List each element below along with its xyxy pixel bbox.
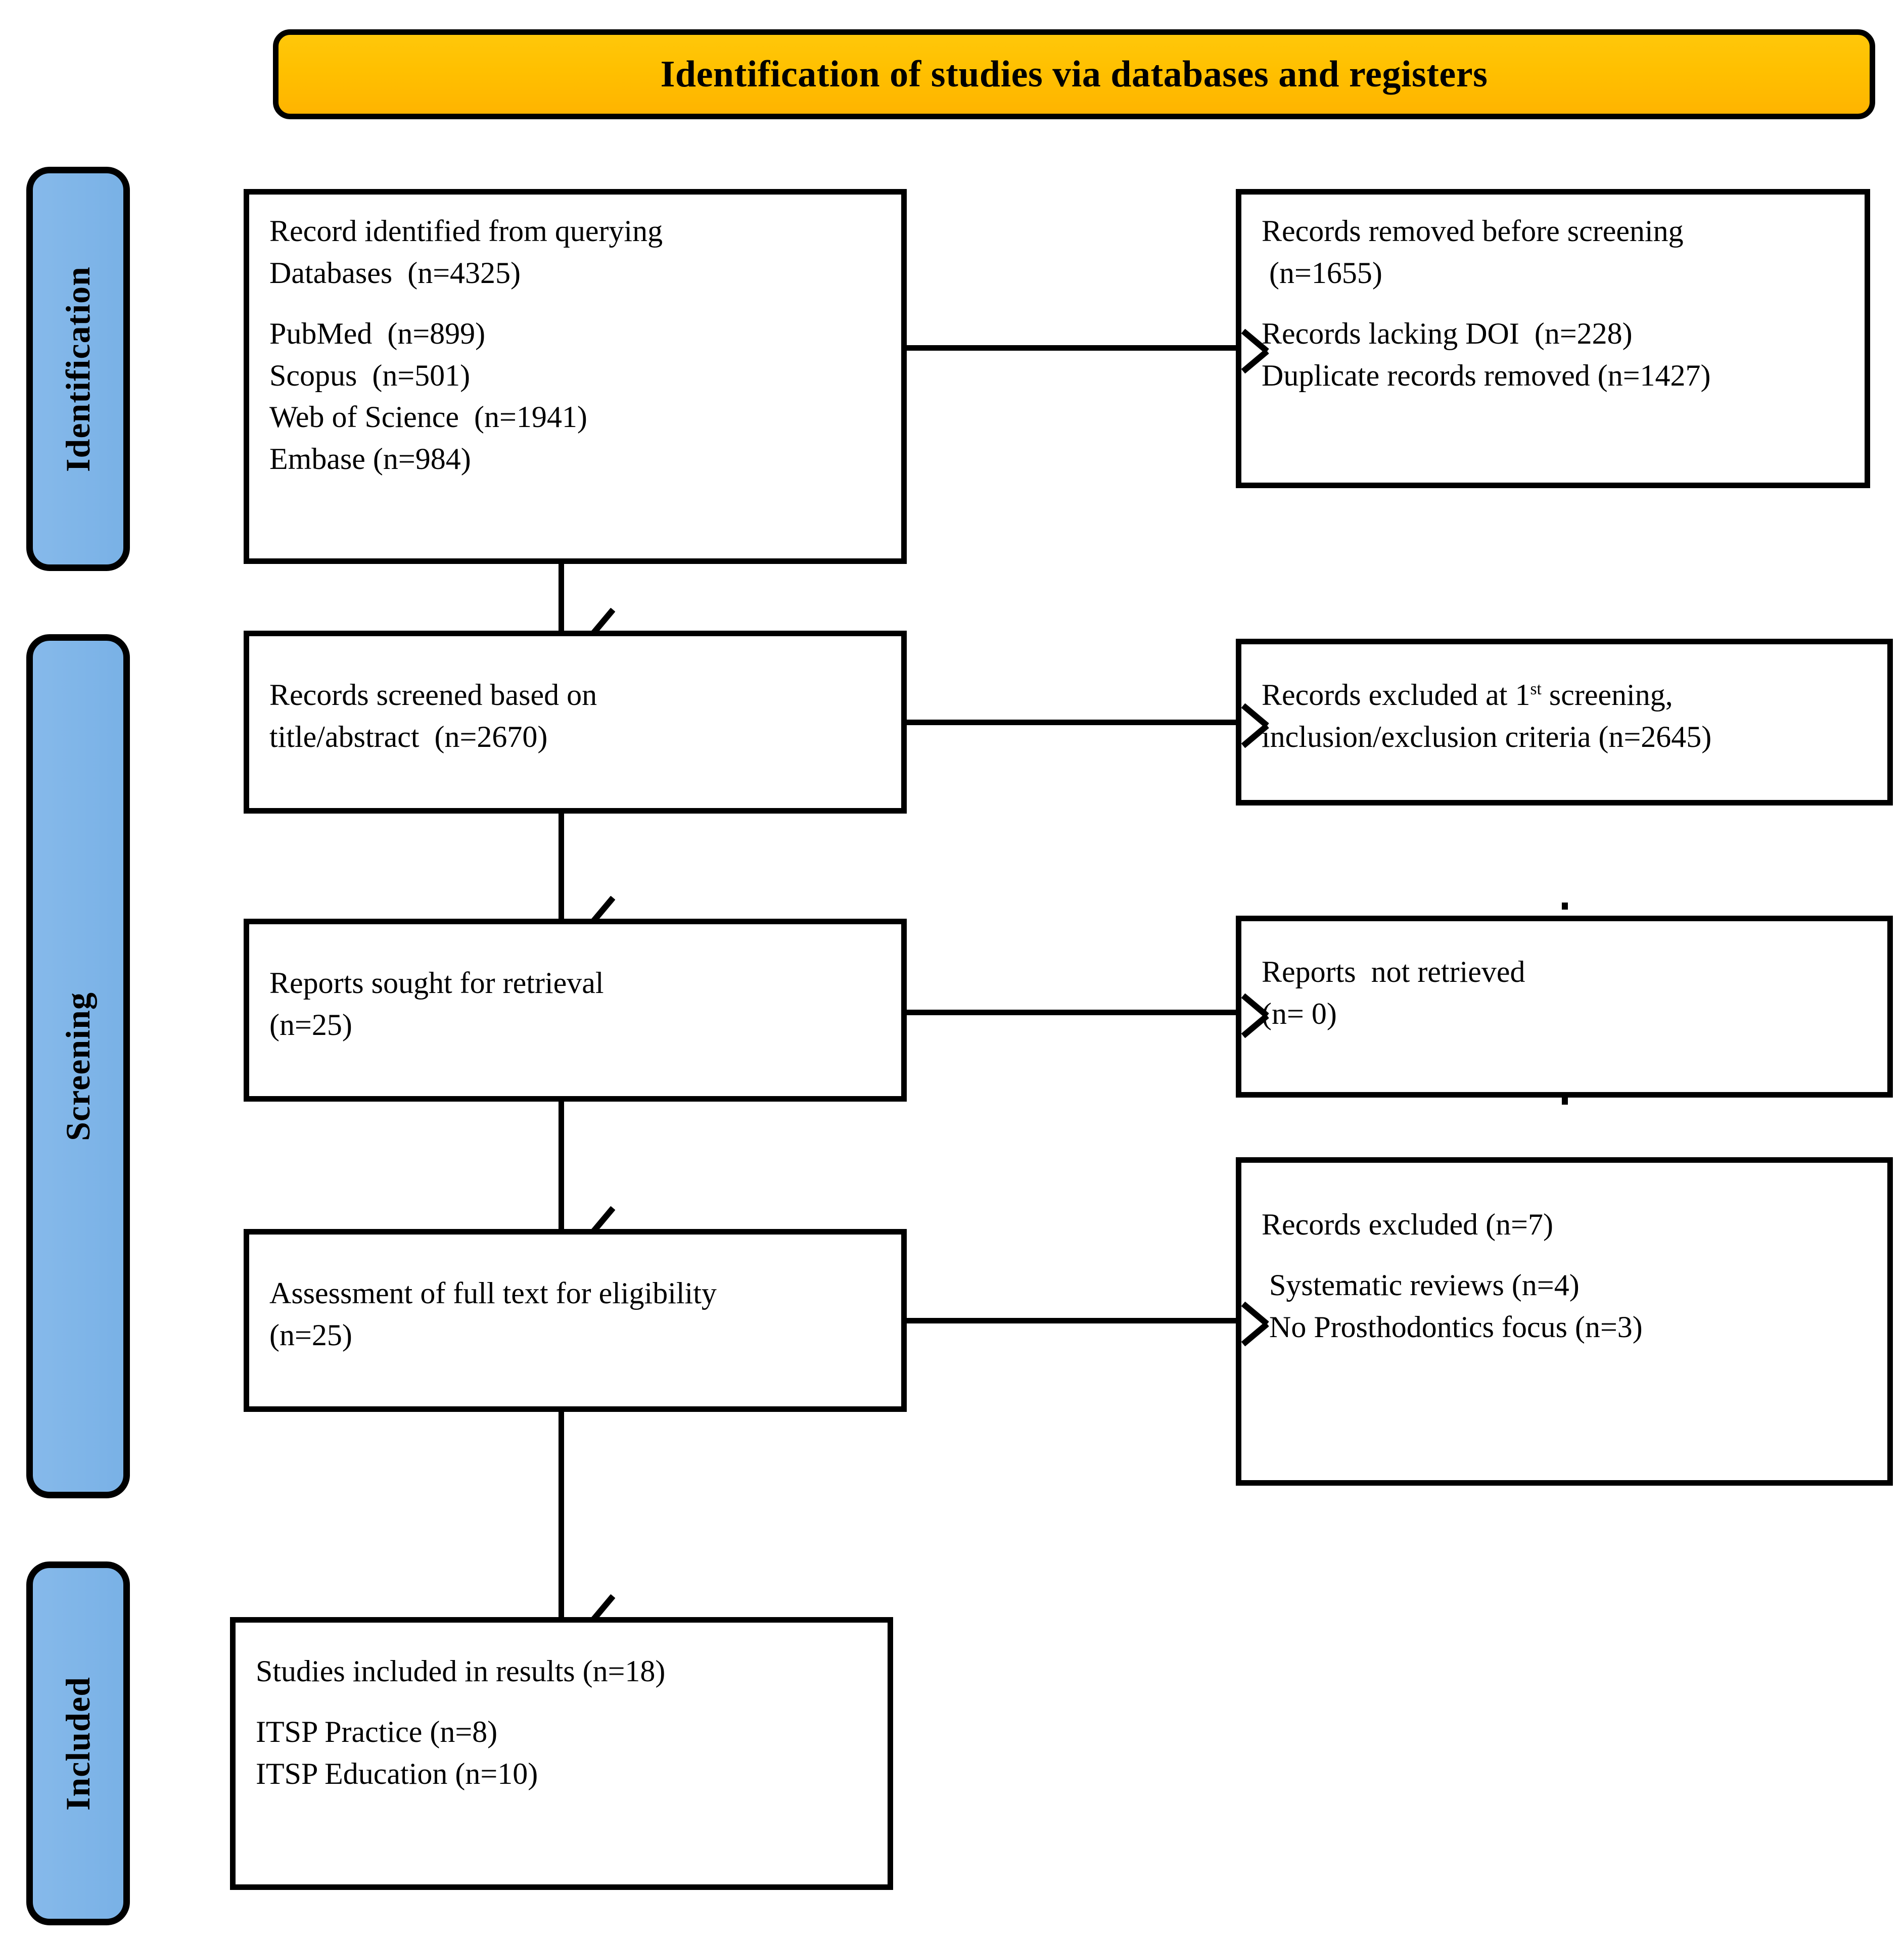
identified-line1: Record identified from querying: [269, 214, 663, 248]
included-itsp-practice: ITSP Practice (n=8): [256, 1715, 498, 1748]
box-records-removed-before-screening: Records removed before screening (n=1655…: [1236, 189, 1870, 488]
box-records-excluded-full-text: Records excluded (n=7) Systematic review…: [1236, 1157, 1893, 1486]
connector-identified-to-removed: [907, 345, 1236, 351]
excluded-second-line1: Records excluded (n=7): [1262, 1208, 1553, 1241]
stage-band-screening: Screening: [26, 634, 130, 1498]
excluded-second-systematic-reviews: Systematic reviews (n=4): [1262, 1268, 1580, 1302]
stage-label-included: Included: [59, 1676, 97, 1811]
removed-line1: Records removed before screening: [1262, 214, 1684, 248]
excluded-first-line1: Records excluded at 1st screening,: [1262, 676, 1867, 715]
identified-source-scopus: Scopus (n=501): [269, 358, 471, 392]
stage-label-identification: Identification: [59, 266, 97, 472]
scan-artifact-tick-bottom: [1562, 1098, 1568, 1105]
not-retrieved-line2: (n= 0): [1262, 997, 1337, 1030]
connector-screened-to-sought: [559, 814, 564, 919]
connector-screened-to-excluded-first: [907, 720, 1236, 725]
spacer: [269, 293, 881, 314]
spacer: [256, 1691, 867, 1713]
removed-duplicates: Duplicate records removed (n=1427): [1262, 358, 1711, 392]
not-retrieved-line1: Reports not retrieved: [1262, 955, 1525, 988]
box-studies-included-in-results: Studies included in results (n=18) ITSP …: [230, 1617, 893, 1890]
connector-assessment-to-included: [559, 1412, 564, 1617]
sought-line2: (n=25): [269, 1008, 352, 1041]
excluded-first-line1-pre: Records excluded at 1: [1262, 678, 1530, 712]
box-records-screened: Records screened based on title/abstract…: [244, 631, 907, 814]
excluded-first-line2: inclusion/exclusion criteria (n=2645): [1262, 720, 1712, 753]
assessment-line1: Assessment of full text for eligibility: [269, 1276, 717, 1310]
screened-line1: Records screened based on: [269, 678, 597, 712]
connector-assessment-to-excluded-second: [907, 1318, 1236, 1323]
connector-sought-to-not-retrieved: [907, 1010, 1236, 1015]
scan-artifact-tick-top: [1562, 903, 1568, 910]
identified-source-web-of-science: Web of Science (n=1941): [269, 400, 587, 434]
box-reports-sought-for-retrieval: Reports sought for retrieval (n=25): [244, 919, 907, 1102]
sought-line1: Reports sought for retrieval: [269, 966, 604, 1000]
box-records-excluded-first-screening: Records excluded at 1st screening, inclu…: [1236, 639, 1893, 806]
diagram-title-text: Identification of studies via databases …: [660, 53, 1488, 95]
spacer: [1262, 293, 1844, 314]
ordinal-suffix-st: st: [1530, 680, 1542, 698]
connector-sought-to-assessment: [559, 1102, 564, 1229]
connector-identified-to-screened: [559, 564, 564, 631]
diagram-title-banner: Identification of studies via databases …: [273, 29, 1875, 119]
spacer: [1262, 1244, 1867, 1266]
box-records-identified: Record identified from querying Database…: [244, 189, 907, 564]
screened-line2: title/abstract (n=2670): [269, 720, 548, 753]
excluded-second-no-prostho-focus: No Prosthodontics focus (n=3): [1269, 1310, 1643, 1344]
stage-band-identification: Identification: [26, 167, 130, 571]
box-assessment-of-full-text: Assessment of full text for eligibility …: [244, 1229, 907, 1412]
box-reports-not-retrieved: Reports not retrieved (n= 0): [1236, 916, 1893, 1098]
identified-source-pubmed: PubMed (n=899): [269, 316, 486, 350]
included-line1: Studies included in results (n=18): [256, 1654, 666, 1688]
removed-lacking-doi: Records lacking DOI (n=228): [1262, 316, 1633, 350]
identified-line2: Databases (n=4325): [269, 256, 521, 290]
stage-band-included: Included: [26, 1561, 130, 1925]
identified-source-embase: Embase (n=984): [269, 442, 471, 476]
included-itsp-education: ITSP Education (n=10): [256, 1757, 538, 1790]
stage-label-screening: Screening: [59, 991, 98, 1141]
removed-line2: (n=1655): [1262, 256, 1382, 290]
excluded-first-line1-post: screening,: [1541, 678, 1673, 712]
assessment-line2: (n=25): [269, 1318, 352, 1352]
